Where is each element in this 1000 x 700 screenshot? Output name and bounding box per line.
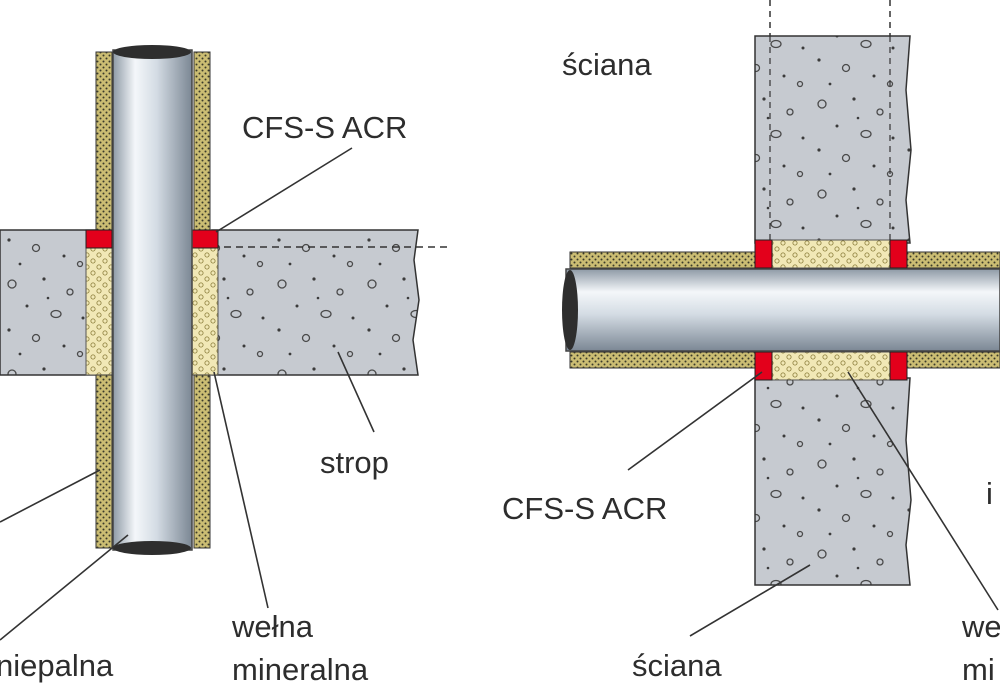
leader-wool-right [847, 371, 999, 611]
label-cropped-bottom-right-1: we [962, 609, 1000, 644]
label-cropped-right: i [986, 476, 993, 511]
pipe-bottom-end [113, 541, 191, 555]
insulation-jacket-lower-left [95, 374, 113, 549]
insulation-jacket-bottom-right [905, 351, 1000, 369]
sealant-plug-top-right [889, 239, 908, 269]
mineral-wool-right [191, 246, 219, 376]
mineral-wool-top [771, 239, 891, 269]
leader-pipe-bottom [0, 534, 129, 641]
mineral-wool-left [85, 246, 113, 376]
insulation-jacket-lower-right [193, 374, 211, 549]
leader-sealant-left [215, 147, 353, 233]
leader-wool-left [213, 371, 269, 609]
sealant-plug-left [85, 229, 113, 249]
label-wool-line1: wełna [232, 609, 313, 644]
pipe-left-end [562, 270, 578, 350]
slab-left-part [0, 229, 99, 376]
label-wall-bottom: ściana [632, 648, 722, 683]
insulation-jacket-bottom-left [569, 351, 759, 369]
sealant-plug-right [191, 229, 219, 249]
pipe-vertical [112, 49, 193, 551]
label-cropped-bottom-right-2: mi [962, 652, 995, 687]
sealant-plug-top-left [754, 239, 773, 269]
leader-sealant-right [627, 371, 763, 471]
mineral-wool-bottom [771, 351, 891, 381]
right-detail [562, 0, 1000, 637]
insulation-jacket-upper-right [193, 51, 211, 231]
label-wall-top: ściana [562, 47, 652, 82]
label-wool-line2: mineralna [232, 652, 369, 687]
leader-jacket-bottom [0, 469, 101, 523]
leader-slab [337, 351, 375, 433]
sealant-plug-bottom-left [754, 351, 773, 381]
label-sealant-right: CFS-S ACR [502, 491, 668, 526]
insulation-jacket-top-left [569, 251, 759, 269]
insulation-jacket-upper-left [95, 51, 113, 231]
sealant-plug-bottom-right [889, 351, 908, 381]
pipe-horizontal [565, 268, 1000, 352]
label-sealant-left: CFS-S ACR [242, 110, 408, 145]
insulation-jacket-top-right [905, 251, 1000, 269]
pipe-top-end [113, 45, 191, 59]
left-detail [0, 45, 452, 641]
label-slab: strop [320, 445, 389, 480]
wall-lower [754, 377, 912, 586]
leader-wall-bottom [689, 564, 811, 637]
slab-right-part [211, 229, 420, 376]
wall-upper [754, 35, 912, 244]
label-cropped-bottom-left: niepalna [0, 648, 114, 683]
